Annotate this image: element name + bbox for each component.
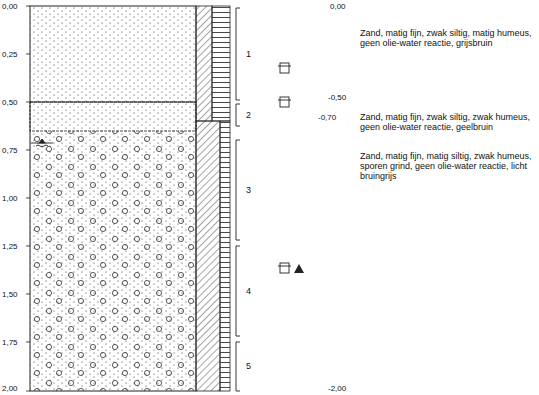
depth-label: 1,50 (2, 290, 18, 299)
level-label: -2,00 (328, 384, 346, 393)
hatch-column (196, 121, 220, 391)
hatch-column (196, 6, 212, 121)
sample-number: 5 (246, 362, 251, 371)
depth-label: 0,50 (2, 98, 18, 107)
sample-symbol (278, 63, 291, 273)
depth-label: 1,25 (2, 242, 18, 251)
sample-number: 2 (246, 111, 251, 120)
depth-label: 0,25 (2, 50, 18, 59)
depth-label: 1,75 (2, 338, 18, 347)
sample-number: 1 (246, 50, 251, 59)
level-label: 0,00 (330, 2, 346, 11)
depth-label: 1,00 (2, 194, 18, 203)
depth-label: 2,00 (2, 384, 18, 393)
sample-number: 4 (246, 287, 251, 296)
depth-label: 0,75 (2, 146, 18, 155)
soil-column (30, 6, 196, 391)
layer-box (30, 102, 196, 131)
ladder-column (212, 6, 230, 121)
analysis-triangle (294, 264, 304, 273)
ladder-column (220, 121, 230, 391)
depth-ticks (26, 6, 30, 391)
groundwater-marker (31, 139, 53, 147)
level-label: -0,70 (318, 113, 336, 122)
sample-number: 3 (246, 186, 251, 195)
sample-brackets (236, 8, 240, 391)
gravel-fill (30, 131, 196, 391)
layer-description: Zand, matig fijn, zwak siltig, matig hum… (360, 28, 532, 48)
depth-label: 0,00 (2, 2, 18, 11)
layer-description: Zand, matig fijn, matig siltig, zwak hum… (360, 151, 532, 181)
layer-description: Zand, matig fijn, zwak siltig, zwak hume… (360, 112, 532, 132)
level-label: -0,50 (328, 93, 346, 102)
